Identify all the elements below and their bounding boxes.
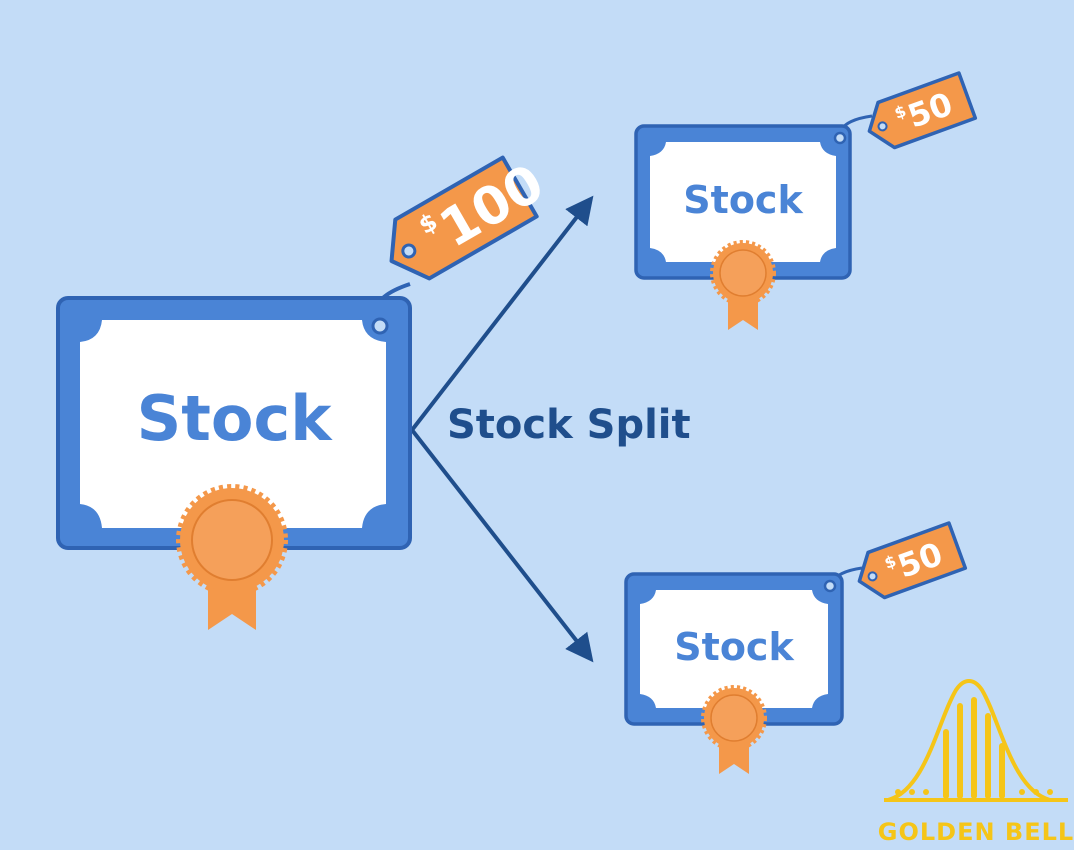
top-price-tag: $ 50 (867, 71, 978, 150)
top-seal-icon (710, 240, 776, 330)
original-certificate-paper (80, 320, 386, 528)
top-certificate-paper (650, 142, 836, 262)
bell-curve-icon (884, 679, 1068, 802)
golden-bell-logo: GOLDEN BELL (878, 679, 1074, 846)
bottom-certificate-paper (640, 590, 828, 708)
top-certificate-label: Stock (683, 178, 803, 222)
arrow-to-top-certificate (410, 195, 594, 432)
original-price-tag: $ 100 (389, 153, 554, 281)
original-certificate: $ 100 Stock (56, 153, 554, 630)
top-tag-hole (833, 131, 847, 145)
top-result-certificate: $ 50 Stock (634, 71, 978, 330)
original-tag-hole (371, 317, 389, 335)
original-seal-icon (176, 484, 288, 630)
arrow-to-bottom-certificate (410, 428, 594, 663)
bottom-price-tag: $ 50 (857, 521, 968, 600)
bottom-seal-icon (701, 685, 767, 774)
bottom-certificate-label: Stock (674, 625, 794, 669)
bottom-tag-hole (823, 579, 837, 593)
split-arrows (410, 195, 594, 663)
logo-text: GOLDEN BELL (878, 818, 1074, 846)
bottom-result-certificate: $ 50 Stock (624, 521, 968, 774)
stock-split-label: Stock Split (447, 402, 691, 448)
original-certificate-label: Stock (137, 382, 334, 455)
